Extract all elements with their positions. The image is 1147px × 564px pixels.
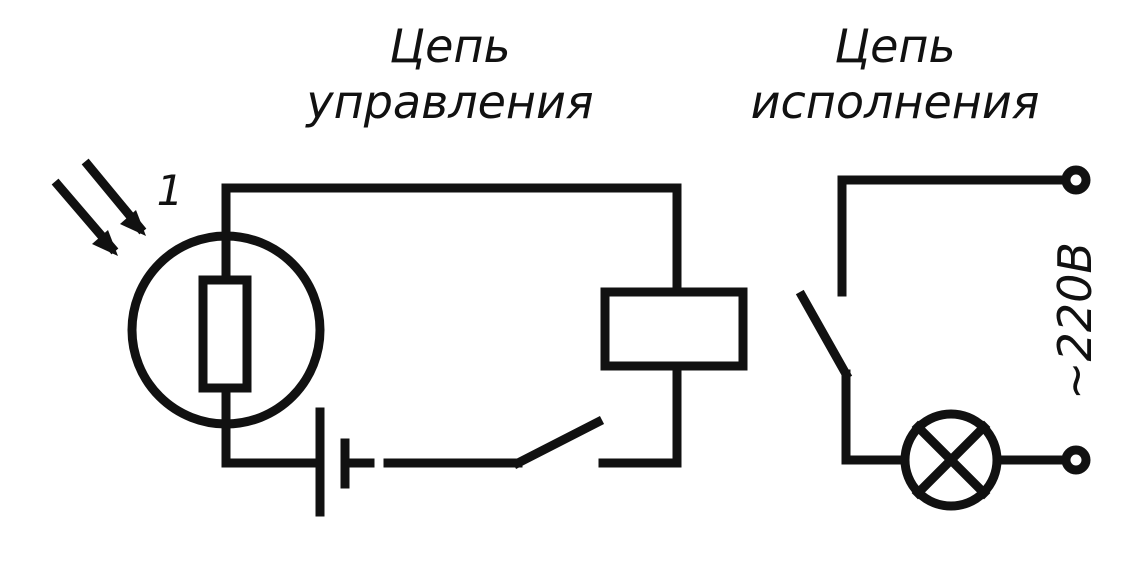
execution-circuit-label-line2: исполнения xyxy=(750,75,1040,129)
lamp-circle xyxy=(900,409,1002,511)
voltage-label: ~220В xyxy=(1048,242,1102,400)
light-arrow-lower-head xyxy=(92,230,118,256)
exec-switch-blade xyxy=(795,289,853,381)
wire-bottom-left xyxy=(221,383,325,468)
component-number-label: 1 xyxy=(156,166,184,215)
relay-coil xyxy=(600,287,748,371)
wire-exec-left xyxy=(841,369,910,465)
control-circuit-label-line1: Цепь xyxy=(389,19,511,73)
lamp xyxy=(900,409,1002,511)
wire-top xyxy=(221,183,682,297)
control-circuit-wires xyxy=(221,183,682,517)
terminal-top xyxy=(1061,165,1091,195)
wire-exec-top xyxy=(837,175,1071,297)
control-switch-blade xyxy=(511,415,605,470)
wire-bottom-right xyxy=(598,361,682,468)
lamp-cross-b xyxy=(911,420,991,500)
light-arrow-upper-head xyxy=(120,210,146,236)
light-arrows xyxy=(51,158,147,256)
photoresistor-body xyxy=(198,275,252,393)
terminal-bottom xyxy=(1061,445,1091,475)
execution-circuit-label-line1: Цепь xyxy=(834,19,956,73)
execution-circuit-wires xyxy=(795,165,1091,475)
control-circuit-label-line2: управления xyxy=(306,75,594,129)
